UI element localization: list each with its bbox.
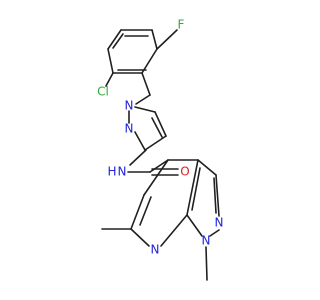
atom-amide-hydrogen: H	[107, 165, 116, 179]
atom-fluorine: F	[178, 18, 185, 32]
bond-line	[156, 29, 178, 50]
atom-carbonyl-oxygen: O	[180, 165, 189, 179]
bond-line	[215, 174, 220, 217]
bond-line	[209, 229, 220, 237]
molecule-structure: Cl F N N N H O N N N	[97, 18, 223, 281]
bond-line	[139, 196, 152, 226]
bond-line	[160, 214, 188, 247]
atom-pyrazole-n4: N	[202, 234, 211, 248]
bond-line	[191, 167, 201, 211]
bond-line	[143, 159, 169, 196]
atom-pyrazole-n1: N	[125, 99, 134, 113]
bond-line	[112, 33, 124, 49]
bond-line	[149, 159, 169, 173]
atom-pyridine-n5: N	[151, 243, 160, 257]
bond-line	[141, 72, 151, 96]
bond-line	[105, 72, 114, 87]
bond-line	[205, 246, 208, 281]
bond-line	[154, 111, 167, 137]
bond-line	[186, 159, 199, 216]
bond-line	[144, 135, 167, 151]
bond-line	[197, 159, 217, 176]
bond-line	[213, 177, 217, 214]
atom-chlorine: Cl	[97, 85, 109, 99]
bond-line	[141, 48, 158, 74]
atom-pyrazole-n3: N	[215, 216, 224, 230]
bond-line	[134, 131, 146, 151]
bond-line	[135, 94, 151, 105]
atom-pyrazole-n2: N	[125, 122, 134, 136]
bond-line	[130, 228, 150, 247]
bond-line	[151, 29, 158, 50]
bond-line	[107, 48, 114, 74]
atom-labels: Cl F N N N H O N N N	[97, 18, 223, 257]
atom-amide-nitrogen: N	[118, 165, 127, 179]
bond-lines	[101, 29, 220, 281]
bond-line	[107, 29, 122, 50]
bond-line	[134, 106, 156, 113]
bond-line	[151, 117, 163, 138]
bond-line	[129, 149, 147, 166]
bond-line	[130, 194, 145, 230]
bond-line	[186, 214, 203, 237]
